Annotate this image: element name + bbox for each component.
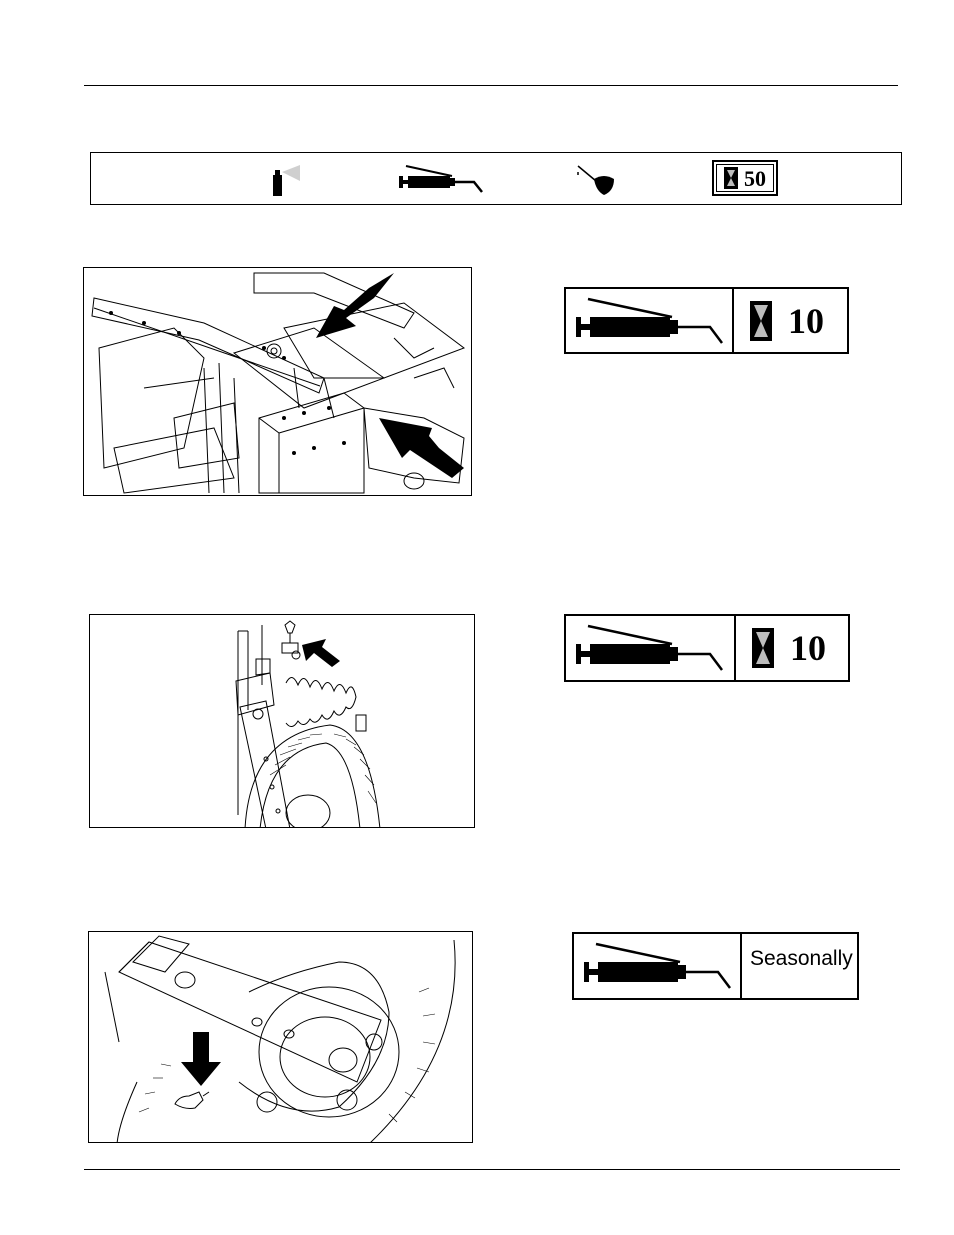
oil-can-icon	[574, 163, 618, 197]
lube-schedule-1: 10	[564, 287, 849, 354]
grease-gun-icon	[582, 940, 737, 992]
grease-gun-icon	[574, 622, 729, 674]
footer-rule	[84, 1169, 900, 1170]
spray-can-icon	[268, 163, 308, 197]
schedule-divider	[740, 934, 742, 998]
gauge-wheel-spring-illustration	[89, 614, 475, 828]
interval-text: Seasonally	[750, 948, 853, 970]
interval-value: 10	[790, 630, 826, 666]
grease-gun-icon	[398, 164, 488, 196]
schedule-divider	[734, 616, 736, 680]
interval-badge-50: 50	[712, 160, 778, 196]
hourglass-icon	[752, 628, 774, 668]
arrow	[181, 1032, 221, 1086]
schedule-divider	[732, 289, 734, 352]
interval-value: 50	[744, 168, 766, 190]
hourglass-icon	[750, 301, 772, 341]
wheel-hub-illustration	[88, 931, 473, 1143]
lube-schedule-3: Seasonally	[572, 932, 859, 1000]
header-rule	[84, 85, 898, 86]
interval-value: 10	[788, 303, 824, 339]
frame-pivot-illustration	[83, 267, 472, 496]
hourglass-icon	[724, 167, 738, 189]
lubrication-legend	[90, 152, 902, 205]
arrow	[302, 639, 340, 667]
lube-schedule-2: 10	[564, 614, 850, 682]
grease-gun-icon	[574, 295, 729, 347]
